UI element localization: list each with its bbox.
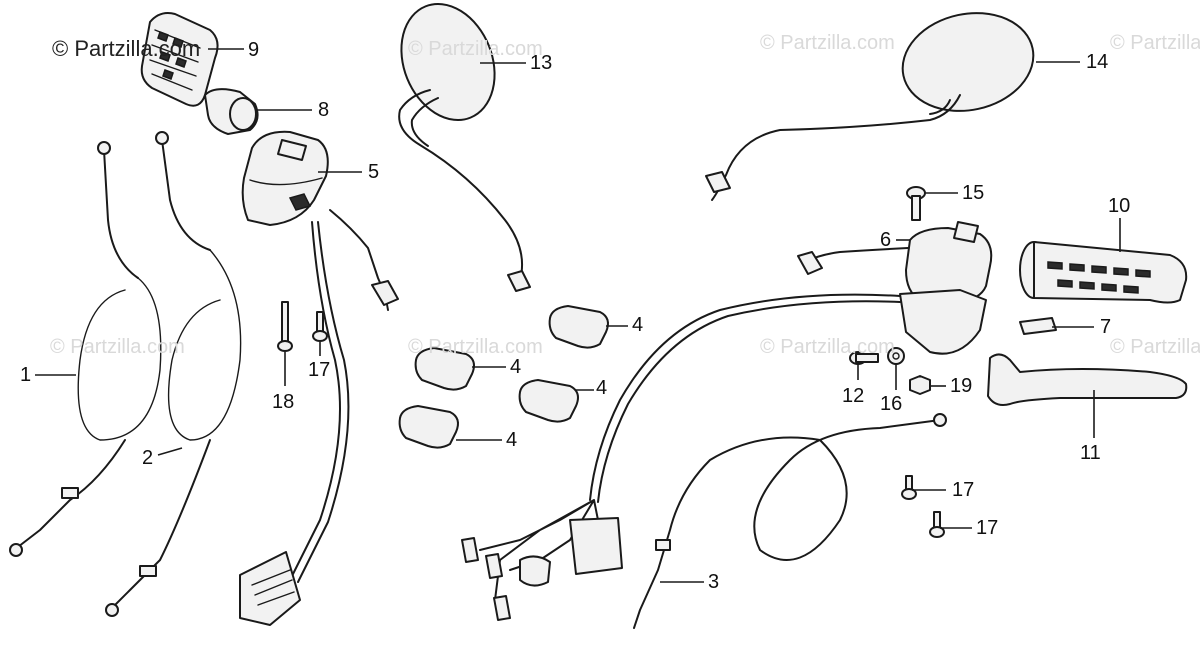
callout-17-right-b: 17 <box>976 517 999 539</box>
watermark-faded-5: © Partzilla.com <box>408 336 543 358</box>
callout-11: 11 <box>1080 442 1101 464</box>
leader-lines <box>35 48 1121 583</box>
callout-7: 7 <box>1100 316 1112 338</box>
watermark-faded-1: © Partzilla.com <box>408 38 543 60</box>
part-17-screw-right-b <box>929 511 945 538</box>
watermark-faded-2: © Partzilla.com <box>760 32 895 54</box>
watermark-faded-7: © Partzilla.com <box>1110 336 1200 358</box>
callout-12: 12 <box>842 385 865 407</box>
part-11-lever <box>987 353 1188 406</box>
part-1-cable <box>9 141 162 557</box>
callout-4-mid-left: 4 <box>510 356 522 378</box>
part-8-throttle-tube <box>204 88 259 135</box>
part-17-screw-right-a <box>901 475 917 500</box>
part-10-grip <box>1019 241 1188 304</box>
watermark-faded-3: © Partzilla.com <box>1110 32 1200 54</box>
callout-16: 16 <box>880 393 903 415</box>
callout-18: 18 <box>272 391 295 413</box>
callout-4-bottom: 4 <box>506 429 518 451</box>
callout-4-mid-right: 4 <box>596 377 608 399</box>
callout-1: 1 <box>20 364 32 386</box>
part-5-left-switch <box>241 130 329 226</box>
callout-6: 6 <box>880 229 892 251</box>
part-2-cable <box>105 131 242 617</box>
callout-10: 10 <box>1108 195 1131 217</box>
callout-14: 14 <box>1086 51 1109 73</box>
callout-15: 15 <box>962 182 985 204</box>
watermark-faded-6: © Partzilla.com <box>760 336 895 358</box>
callout-8: 8 <box>318 99 330 121</box>
part-17-screw-left <box>312 311 328 342</box>
callout-19: 19 <box>950 375 973 397</box>
callout-2: 2 <box>142 447 154 469</box>
watermark-copyright: © Partzilla.com <box>52 36 201 61</box>
part-4-clamps <box>398 305 609 449</box>
part-15-screw <box>906 186 926 221</box>
callout-17-left: 17 <box>308 359 331 381</box>
callout-4-top: 4 <box>632 314 644 336</box>
watermark-faded-4: © Partzilla.com <box>50 336 185 358</box>
part-3-cable <box>633 413 947 629</box>
callout-17-right-a: 17 <box>952 479 975 501</box>
callout-3: 3 <box>708 571 720 593</box>
callout-5: 5 <box>368 161 380 183</box>
part-13-mirror <box>398 2 531 292</box>
part-7-plate <box>1019 317 1057 335</box>
callout-9: 9 <box>248 39 260 61</box>
part-19-nut <box>909 375 931 395</box>
part-18-screw <box>277 301 293 352</box>
callout-13: 13 <box>530 52 553 74</box>
part-14-mirror <box>705 12 1035 201</box>
left-harness <box>239 209 399 626</box>
part-6-right-switch <box>461 221 993 621</box>
